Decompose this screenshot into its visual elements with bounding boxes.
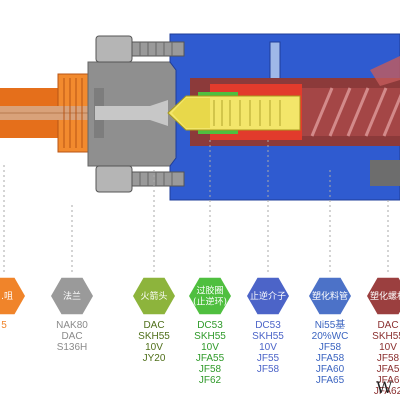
hex-badge — [0, 277, 25, 315]
hex-label: 法兰 — [63, 290, 81, 302]
hex-badge — [189, 277, 231, 315]
hex-badge — [247, 277, 289, 315]
material-item: SKH55 — [372, 331, 400, 342]
hex-label: 火箭头 — [140, 290, 167, 302]
hex-badge — [309, 277, 351, 315]
hex-label: …咀 — [0, 291, 13, 302]
flange-part — [87, 61, 177, 167]
material-item: JY20 — [143, 353, 166, 364]
hex-badge — [367, 277, 400, 315]
material-item: SKH55 — [138, 331, 170, 342]
material-item: DAC — [143, 320, 164, 331]
hex-label: (止逆环) — [193, 296, 227, 308]
material-item: 10V — [379, 342, 397, 353]
nozzle-part — [0, 73, 95, 153]
material-item: JFA60 — [316, 364, 345, 375]
material-item: JFA6 — [377, 375, 400, 386]
barrel-bolt — [370, 160, 400, 186]
material-item: JF58 — [377, 353, 400, 364]
material-item: NAK80 — [56, 320, 88, 331]
hex-label: 塑化螺杆 — [370, 290, 400, 302]
component-nozzle: …咀 5 — [0, 165, 25, 331]
screw-tip-part — [167, 95, 301, 131]
material-item: S136H — [57, 342, 88, 353]
material-item: 10V — [201, 342, 219, 353]
component-screw: 塑化螺杆 DACSKH5510VJF58JFA5JFA6JFA62 — [367, 200, 400, 397]
material-item: JFA5 — [377, 364, 400, 375]
watermark-text: W — [376, 378, 393, 397]
material-item: 5 — [1, 320, 7, 331]
material-item: Ni55基 — [315, 318, 346, 331]
material-item: DAC — [377, 320, 398, 331]
material-item: DC53 — [197, 320, 223, 331]
material-item: DAC — [61, 331, 82, 342]
hex-label: 塑化料管 — [312, 290, 348, 302]
material-item: JF58 — [199, 364, 222, 375]
material-item: JFA55 — [196, 353, 225, 364]
material-item: JF58 — [319, 342, 342, 353]
material-item: SKH55 — [194, 331, 226, 342]
material-item: JF58 — [257, 364, 280, 375]
material-item: DC53 — [255, 320, 281, 331]
hex-badge — [133, 277, 175, 315]
material-item: JF55 — [257, 353, 280, 364]
material-item: 20%WC — [312, 331, 349, 342]
material-item: JF62 — [199, 375, 222, 386]
material-item: JFA58 — [316, 353, 345, 364]
hex-label: 止逆介子 — [250, 290, 286, 302]
material-item: JFA65 — [316, 375, 345, 386]
material-item: JFA62 — [374, 386, 400, 397]
material-item: SKH55 — [252, 331, 284, 342]
bottom-bolt — [95, 165, 185, 193]
material-item: 10V — [259, 342, 277, 353]
hex-badge — [51, 277, 93, 315]
material-item: 10V — [145, 342, 163, 353]
hex-label: 过胶圈 — [196, 285, 223, 297]
top-bolt — [95, 35, 185, 63]
screw-part — [300, 56, 400, 137]
